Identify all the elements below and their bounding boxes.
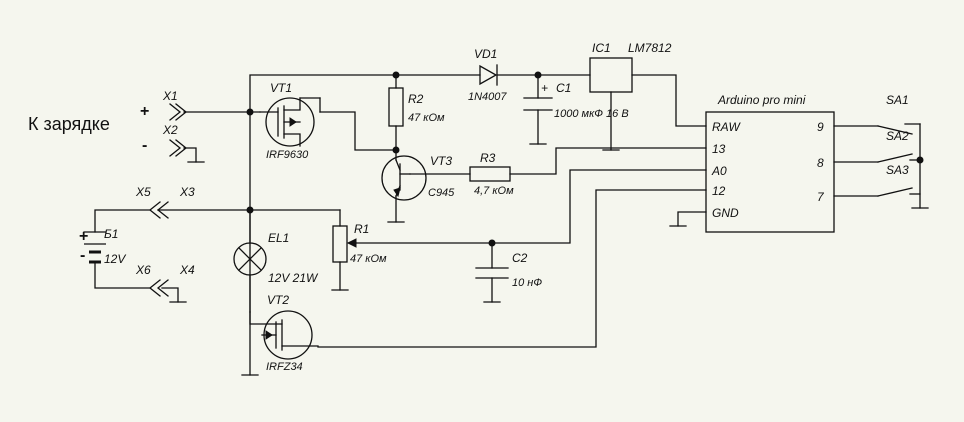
label-vt2-part: IRFZ34: [266, 361, 303, 373]
wires: [94, 74, 921, 376]
junctions: [246, 71, 924, 247]
label-x6: X6: [135, 263, 151, 277]
label-r2: R2: [408, 92, 424, 106]
arduino-pin-9: 9: [817, 120, 824, 134]
label-x5: X5: [135, 185, 151, 199]
arduino-pin-7: 7: [817, 190, 825, 204]
label-c1: C1: [556, 81, 571, 95]
label-r1: R1: [354, 222, 369, 236]
label-b1: Б1: [104, 227, 118, 241]
label-vt2: VT2: [267, 293, 289, 307]
label-vt3-part: C945: [428, 187, 455, 199]
label-r2-value: 47 кОм: [408, 112, 445, 124]
c1-capacitor: [523, 97, 553, 111]
charger-caption: К зарядке: [28, 114, 110, 134]
battery-plus-sign: +: [79, 228, 88, 245]
connector-x2: [169, 139, 188, 157]
label-r1-value: 47 кОм: [350, 253, 387, 265]
arduino-pin-8: 8: [817, 156, 824, 170]
arduino-pin-raw: RAW: [712, 120, 741, 134]
vd1-diode: [479, 64, 498, 86]
label-sa1: SA1: [886, 93, 909, 107]
label-sa2: SA2: [886, 129, 909, 143]
label-x4: X4: [179, 263, 195, 277]
label-x1: X1: [162, 89, 178, 103]
c1-polarity-sign: +: [541, 81, 548, 95]
arduino-pin-a0: A0: [711, 164, 727, 178]
arduino-board: [705, 111, 835, 233]
r1-potentiometer: [332, 225, 357, 263]
label-c1-value: 1000 мкФ 16 В: [554, 108, 629, 120]
label-vd1: VD1: [474, 47, 497, 61]
label-ic1: IC1: [592, 41, 611, 55]
label-vt1: VT1: [270, 81, 292, 95]
arduino-pin-13: 13: [712, 142, 726, 156]
label-ic1-part: LM7812: [628, 41, 672, 55]
label-vt1-part: IRF9630: [266, 149, 309, 161]
label-sa3: SA3: [886, 163, 909, 177]
vt1-mosfet: [259, 97, 321, 147]
c2-capacitor: [475, 267, 509, 279]
charger-minus-sign: -: [142, 137, 147, 154]
battery-minus-sign: -: [80, 247, 85, 264]
vt3-transistor: [381, 155, 427, 201]
label-x3: X3: [179, 185, 195, 199]
arduino-pin-12: 12: [712, 184, 726, 198]
el1-lamp-icon: [233, 242, 267, 276]
label-r3: R3: [480, 151, 496, 165]
r2-resistor: [388, 87, 404, 127]
switch-sa3: [877, 187, 921, 197]
arduino-title: Arduino pro mini: [717, 93, 806, 107]
connector-x1: [169, 103, 188, 121]
connector-x3-x5: [148, 201, 169, 219]
label-x2: X2: [162, 123, 178, 137]
connector-x4-x6: [148, 279, 169, 297]
label-c2-value: 10 нФ: [512, 277, 542, 289]
label-r3-value: 4,7 кОм: [474, 185, 514, 197]
label-c2: C2: [512, 251, 528, 265]
arduino-pin-gnd: GND: [712, 206, 739, 220]
vt2-mosfet: [249, 310, 319, 360]
switch-sa2: [877, 153, 921, 163]
label-el1: EL1: [268, 231, 289, 245]
ic1-regulator: [589, 57, 633, 93]
switch-sa1: [877, 123, 921, 135]
label-vd1-part: 1N4007: [468, 91, 507, 103]
r3-resistor: [469, 166, 511, 182]
label-b1-value: 12V: [104, 252, 126, 266]
charger-plus-sign: +: [140, 103, 149, 120]
ground-symbols: [169, 143, 929, 376]
label-el1-value: 12V 21W: [268, 271, 319, 285]
battery-b1: [83, 231, 107, 264]
label-vt3: VT3: [430, 154, 452, 168]
